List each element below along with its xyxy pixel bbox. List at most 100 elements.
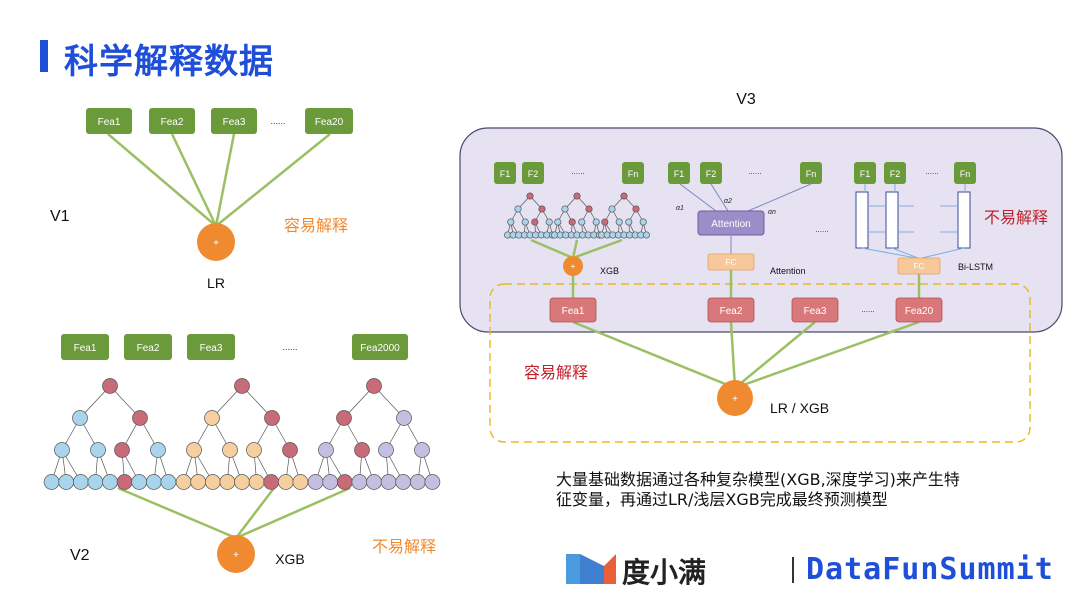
tree-node bbox=[292, 474, 309, 490]
v3-group1-model-label: XGB bbox=[600, 266, 619, 276]
svg-text:Fn: Fn bbox=[960, 169, 971, 179]
v3-feature-label: Fea3 bbox=[804, 306, 827, 317]
v1-feature-label: Fea1 bbox=[98, 117, 121, 128]
v3-group3-model-label: Bi-LSTM bbox=[958, 262, 993, 272]
v1-feature-label: Fea20 bbox=[315, 117, 344, 128]
v2-feature-box bbox=[61, 334, 109, 360]
v3-hard-note: 不易解释 bbox=[984, 208, 1048, 227]
v3-group2-fc-box bbox=[707, 253, 755, 271]
v3-easy-note: 容易解释 bbox=[524, 363, 588, 382]
tree-node bbox=[72, 410, 88, 426]
tree-node bbox=[318, 442, 334, 458]
v3-alpha-label: α2 bbox=[724, 198, 732, 205]
v1-feature-label: Fea2 bbox=[161, 117, 184, 128]
tree-node bbox=[58, 474, 75, 490]
v2-node-symbol: + bbox=[233, 550, 239, 561]
v1-feature-label: Fea3 bbox=[223, 117, 246, 128]
tree-node bbox=[204, 410, 220, 426]
tree-node bbox=[116, 474, 133, 490]
v3-group3-inputs: F1 F2 ...... Fn bbox=[854, 162, 976, 184]
v1-feature-box bbox=[305, 108, 353, 134]
tree-node bbox=[592, 218, 600, 226]
tree-node bbox=[145, 474, 162, 490]
svg-text:F2: F2 bbox=[890, 169, 901, 179]
tree-node bbox=[219, 474, 236, 490]
tree-node bbox=[608, 205, 616, 213]
v3-group3-fc-box bbox=[897, 257, 941, 275]
v3-label: V3 bbox=[736, 91, 756, 108]
tree-node bbox=[545, 218, 553, 226]
svg-text:......: ...... bbox=[748, 167, 761, 176]
v2-feature-label: Fea2 bbox=[137, 343, 160, 354]
svg-text:F1: F1 bbox=[860, 169, 871, 179]
v3-feature-label: Fea20 bbox=[905, 306, 934, 317]
tree-node bbox=[248, 474, 265, 490]
tree-node bbox=[277, 474, 294, 490]
v1-feature-box bbox=[86, 108, 132, 134]
tree-node bbox=[114, 442, 130, 458]
v1-note: 容易解释 bbox=[284, 216, 348, 235]
v1-model-label: LR bbox=[207, 275, 225, 291]
v3-lstm-arrows bbox=[861, 184, 966, 259]
v3-lstm-cells bbox=[855, 191, 971, 249]
v3-group2-dots: ...... bbox=[815, 225, 828, 234]
v2-label: V2 bbox=[70, 547, 90, 564]
v2-feature-box bbox=[352, 334, 408, 360]
logo-text: 度小满 bbox=[622, 556, 707, 589]
v3-final-label: LR / XGB bbox=[770, 400, 829, 416]
tree-node bbox=[585, 205, 593, 213]
v3-group3-fc-label: FC bbox=[914, 262, 925, 271]
v1-feature-box bbox=[149, 108, 195, 134]
v3-group1-node bbox=[563, 256, 583, 276]
tree-node bbox=[351, 474, 368, 490]
v1-ellipsis: ...... bbox=[270, 116, 285, 126]
v3-alpha-label: α1 bbox=[676, 205, 684, 212]
tree-node bbox=[204, 474, 221, 490]
tree-node bbox=[264, 410, 280, 426]
tree-node bbox=[246, 442, 262, 458]
v2-feature-label: Fea2000 bbox=[360, 343, 400, 354]
v3-feature-label: Fea1 bbox=[562, 306, 585, 317]
v2-feature-boxes: Fea1 Fea2 Fea3 ...... Fea2000 bbox=[61, 334, 408, 360]
tree-node bbox=[554, 218, 562, 226]
v2-note: 不易解释 bbox=[372, 537, 436, 556]
v3-attention-box bbox=[697, 210, 765, 236]
v2-feature-label: Fea1 bbox=[74, 343, 97, 354]
tree-node bbox=[263, 474, 280, 490]
tree-node bbox=[102, 378, 118, 394]
v3-feature-boxes: Fea1 Fea2 Fea3 ...... Fea20 bbox=[549, 297, 943, 323]
tree-node bbox=[526, 192, 534, 200]
v3-final-symbol: + bbox=[732, 394, 738, 405]
tree-node bbox=[102, 474, 118, 490]
svg-text:Fn: Fn bbox=[806, 169, 817, 179]
svg-text:Fn: Fn bbox=[628, 169, 639, 179]
v3-group1-inputs: F1 F2 ...... Fn bbox=[494, 162, 644, 184]
v3-feature-box bbox=[895, 297, 943, 323]
tree-node bbox=[521, 218, 529, 226]
tree-node bbox=[72, 474, 89, 490]
tree-node bbox=[322, 474, 339, 490]
tree-node bbox=[424, 474, 441, 490]
logo-separator bbox=[792, 557, 794, 583]
v3-alpha-label: αn bbox=[768, 209, 776, 216]
v2-edges bbox=[117, 486, 351, 540]
v3-group2-fc-label: FC bbox=[726, 258, 737, 267]
v1-model-node bbox=[197, 223, 235, 261]
svg-text:......: ...... bbox=[925, 167, 938, 176]
tree-node bbox=[190, 474, 207, 490]
title-accent-bar bbox=[40, 40, 48, 72]
tree-node bbox=[90, 442, 106, 458]
tree-node bbox=[366, 378, 382, 394]
tree-node bbox=[378, 442, 394, 458]
tree-node bbox=[578, 218, 586, 226]
tree-node bbox=[561, 205, 569, 213]
v3-attention-arrows bbox=[679, 183, 812, 254]
v2-model-label: XGB bbox=[275, 551, 305, 567]
tree-node bbox=[507, 218, 515, 226]
v3-features-ellipsis: ...... bbox=[861, 305, 874, 314]
v2-ellipsis: ...... bbox=[282, 342, 297, 352]
tree-node bbox=[336, 474, 353, 490]
description-text: 大量基础数据通过各种复杂模型(XGB,深度学习)来产生特征变量，再通过LR/浅层… bbox=[556, 470, 960, 509]
svg-text:F1: F1 bbox=[674, 169, 685, 179]
tree-node bbox=[625, 218, 633, 226]
